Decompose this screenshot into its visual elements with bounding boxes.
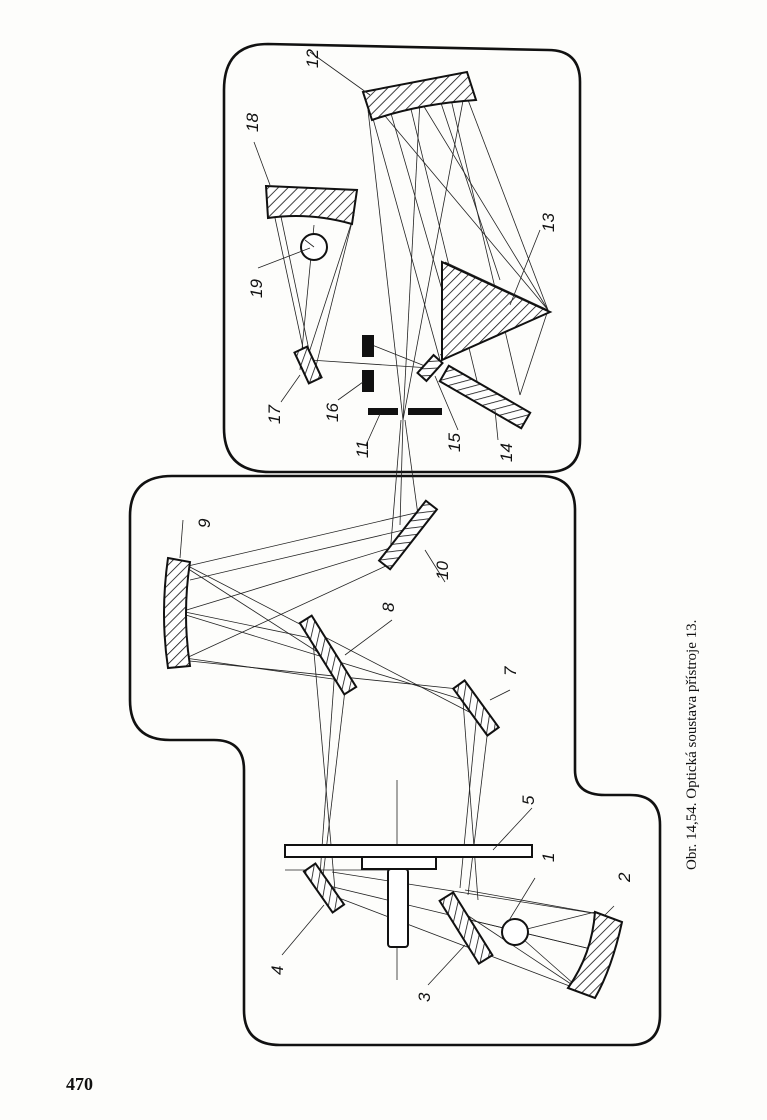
label-1: 1	[539, 853, 558, 862]
label-7: 7	[501, 666, 520, 676]
element-11-slit-right	[408, 408, 442, 415]
label-4: 4	[268, 966, 287, 975]
label-19: 19	[247, 279, 266, 298]
labels: 1 2 3 4 5 7 8 9 10 11 12 13 14 15 16 17 …	[195, 49, 634, 1002]
element-12-mirror	[361, 70, 478, 122]
element-5-spindle	[387, 868, 409, 948]
figure-caption: Obr. 14,54. Optická soustava přístroje 1…	[684, 620, 700, 870]
element-16-slit-lower	[362, 370, 374, 392]
label-8: 8	[379, 602, 398, 612]
label-13: 13	[539, 213, 558, 232]
element-9-mirror	[163, 556, 192, 670]
element-4-mirror	[302, 862, 346, 914]
element-8-mirror	[298, 614, 358, 696]
element-5-stage	[284, 844, 533, 858]
element-18-mirror	[264, 184, 359, 226]
element-2-mirror	[566, 910, 624, 1000]
label-5: 5	[519, 795, 538, 805]
element-13-prism	[441, 260, 553, 362]
leader-lines	[179, 51, 615, 986]
element-17-mirror	[293, 345, 323, 385]
label-14: 14	[497, 443, 516, 462]
label-16: 16	[323, 403, 342, 422]
label-17: 17	[265, 405, 284, 424]
element-14-mirror	[438, 364, 532, 430]
label-9: 9	[195, 518, 214, 528]
element-10-mirror	[377, 499, 439, 571]
element-11-slit-left	[368, 408, 398, 415]
lower-housing-outline	[128, 474, 662, 1047]
label-3: 3	[415, 992, 434, 1002]
label-18: 18	[243, 113, 262, 132]
label-12: 12	[303, 49, 322, 68]
element-16-slit-upper	[362, 335, 374, 357]
label-15: 15	[445, 433, 464, 452]
element-7-mirror	[451, 679, 501, 737]
label-11: 11	[353, 440, 372, 458]
element-3-mirror	[438, 891, 494, 965]
page-number: 470	[66, 1074, 93, 1094]
element-15-mirror	[416, 353, 444, 383]
element-1-source	[501, 918, 529, 946]
label-2: 2	[615, 872, 634, 883]
element-5-stage-hub	[361, 856, 437, 870]
label-10: 10	[433, 561, 452, 580]
upper-housing-outline	[222, 42, 582, 474]
